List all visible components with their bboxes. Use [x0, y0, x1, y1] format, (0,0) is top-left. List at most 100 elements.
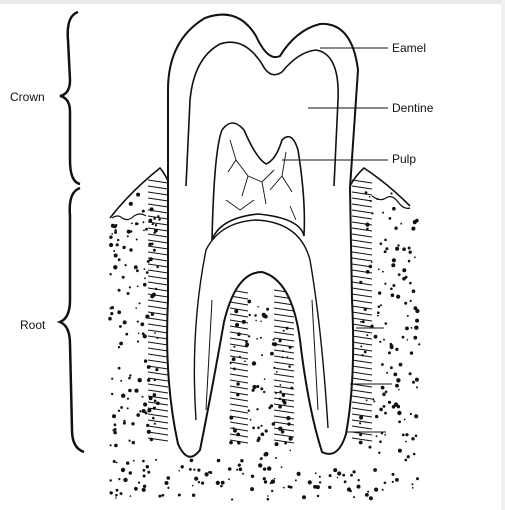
bone-dot: [280, 384, 282, 386]
bone-dot: [154, 332, 156, 334]
bone-dot: [111, 378, 113, 380]
bone-dot: [118, 410, 120, 412]
bone-dot: [112, 414, 116, 418]
bone-dot: [409, 282, 412, 285]
bone-dot: [418, 343, 420, 345]
ligament-line: [148, 300, 168, 303]
bone-dot: [276, 371, 278, 373]
bone-dot: [392, 405, 396, 409]
bone-dot: [367, 491, 369, 493]
bone-dot: [385, 247, 388, 250]
bone-dot: [135, 307, 137, 309]
bone-dot: [390, 192, 392, 194]
bone-dot: [131, 422, 134, 425]
bone-dot: [134, 389, 138, 393]
bone-dot: [411, 483, 413, 485]
bone-dot: [167, 487, 169, 489]
bone-dot: [129, 248, 132, 251]
bone-dot: [392, 473, 395, 476]
ligament-line: [148, 234, 168, 237]
ligament-line: [148, 432, 168, 435]
ligament-line: [148, 240, 168, 243]
bone-dot: [263, 391, 265, 393]
bone-dot: [384, 412, 387, 415]
ligament-line: [274, 320, 294, 323]
bone-dot: [273, 339, 275, 341]
bone-dot: [264, 452, 268, 456]
ligament-line: [274, 410, 294, 413]
bone-dot: [414, 306, 418, 310]
bone-dot: [153, 249, 156, 252]
bone-dot: [410, 413, 412, 415]
bone-dot: [153, 232, 155, 234]
bone-dot: [395, 348, 398, 351]
ligament-line: [148, 306, 168, 309]
bone-dot: [233, 346, 235, 348]
bone-dot: [128, 389, 132, 393]
bone-dot: [127, 230, 131, 234]
ligament-line: [352, 372, 372, 375]
enamel-label: Eamel: [392, 41, 426, 55]
bone-dot: [411, 227, 415, 231]
bone-dot: [402, 434, 405, 437]
bone-dot: [250, 419, 252, 421]
bone-dot: [283, 487, 285, 489]
bone-dot: [110, 491, 113, 494]
bone-dot: [216, 481, 220, 485]
bone-dot: [178, 470, 180, 472]
bone-dot: [398, 449, 402, 453]
ligament-line: [148, 318, 168, 321]
bone-dot: [385, 391, 388, 394]
ligament-line: [230, 410, 248, 413]
bone-dot: [217, 459, 221, 463]
ligament-line: [148, 228, 168, 231]
bone-dot: [154, 423, 156, 425]
bone-dot: [390, 288, 393, 291]
ligament-line: [148, 198, 168, 201]
bone-dot: [119, 342, 123, 346]
bone-dot: [399, 363, 403, 367]
bone-dot: [129, 202, 133, 206]
bone-dot: [146, 465, 149, 468]
bone-dot: [260, 337, 262, 339]
bone-dot: [395, 384, 399, 388]
bone-dot: [143, 334, 147, 338]
ligament-line: [274, 344, 294, 347]
bone-dot: [137, 340, 139, 342]
bone-dot: [125, 333, 128, 336]
bone-dot: [152, 417, 155, 420]
bone-dot: [132, 441, 135, 444]
bone-dot: [137, 286, 139, 288]
ligament-line: [352, 378, 372, 381]
ligament-line: [352, 294, 372, 297]
ligament-line: [352, 240, 372, 243]
ligament-line: [352, 198, 372, 201]
bone-dot: [267, 466, 271, 470]
ligament-line: [274, 308, 294, 311]
bone-dot: [359, 441, 363, 445]
bone-dot: [409, 372, 412, 375]
bone-dot: [123, 420, 125, 422]
ligament-line: [352, 336, 372, 339]
bone-dot: [405, 433, 408, 436]
bone-dot: [373, 400, 375, 402]
bone-dot: [251, 475, 254, 478]
bone-dot: [379, 440, 382, 443]
bone-dot: [128, 377, 131, 380]
bone-dot: [337, 471, 341, 475]
bone-dot: [257, 306, 259, 308]
bone-dot: [281, 430, 285, 434]
bone-dot: [127, 407, 129, 409]
ligament-line: [148, 360, 168, 363]
bone-dot: [375, 415, 378, 418]
bone-dot: [143, 402, 147, 406]
bone-dot: [192, 494, 195, 497]
bone-dot: [192, 485, 194, 487]
bone-dot: [377, 315, 379, 317]
bone-dot: [136, 193, 140, 197]
ligament-line: [352, 324, 372, 327]
bone-dot: [116, 243, 119, 246]
bone-dot: [167, 476, 171, 480]
bone-dot: [394, 227, 397, 230]
bone-dot: [313, 485, 317, 489]
